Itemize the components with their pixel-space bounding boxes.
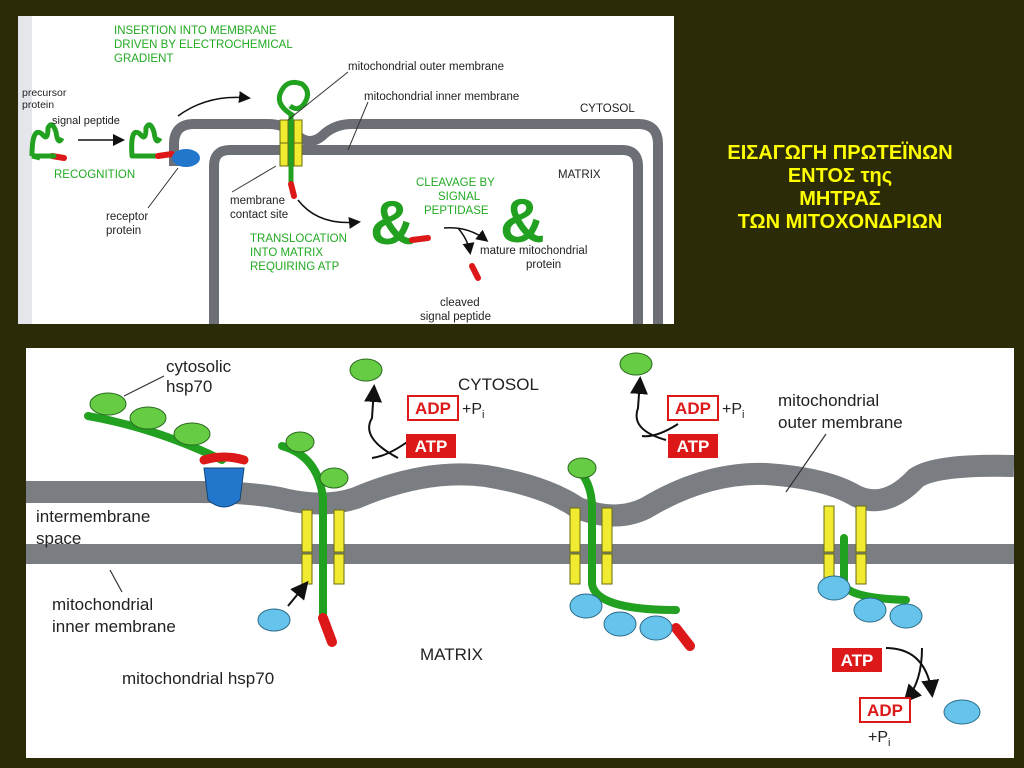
top-diagram-panel: & & INSERTION INTO MEMBRANE DRIVEN BY EL… — [18, 16, 674, 324]
outer-membrane-label: mitochondrial outer membrane — [348, 61, 504, 73]
atp-box-1 — [406, 434, 456, 458]
insertion-label-3: GRADIENT — [114, 53, 173, 65]
contact-site-label-1: membrane — [230, 195, 285, 207]
signal-peptide-red — [199, 452, 249, 465]
inner-membrane-label: mitochondrial inner membrane — [364, 91, 519, 103]
mature-protein: & — [500, 187, 545, 256]
mito-hsp70-chain3-b — [853, 597, 887, 623]
receptor-protein — [172, 149, 200, 167]
mito-hsp70-chain2-a — [569, 593, 603, 619]
cleavage-label-1: CLEAVAGE BY — [416, 177, 495, 189]
page-edge — [18, 16, 32, 324]
receptor-label-2: protein — [106, 225, 141, 237]
inner-membrane — [26, 544, 1014, 564]
adp-label-1: ADP — [415, 399, 451, 418]
adp-box-1 — [407, 395, 459, 421]
bottom-diagram-svg: ADP +Pi ATP ADP +Pi ATP ATP ADP +Pi cyto… — [26, 352, 1014, 749]
signal-peptide-matrix-1 — [318, 613, 337, 647]
inserting-protein-loop — [276, 79, 310, 119]
bottom-diagram-panel: ADP +Pi ATP ADP +Pi ATP ATP ADP +Pi cyto… — [26, 348, 1014, 758]
matrix-label-top: MATRIX — [558, 169, 601, 181]
translocation-label-3: REQUIRING ATP — [250, 261, 340, 273]
atp-box-3 — [832, 648, 882, 672]
mito-hsp70-chain2-c — [639, 615, 673, 641]
atp-label-2: ATP — [677, 437, 710, 456]
atp-label-1: ATP — [415, 437, 448, 456]
mature-label-2: protein — [526, 259, 561, 271]
signal-peptide-label: signal peptide — [52, 115, 120, 127]
atp-label-3: ATP — [841, 651, 874, 670]
cleavage-label-2: SIGNAL — [438, 191, 481, 203]
insertion-label-2: DRIVEN BY ELECTROCHEMICAL — [114, 39, 293, 51]
recognition-label: RECOGNITION — [54, 169, 135, 181]
cytosolic-hsp70-2 — [129, 406, 167, 430]
cleaved-signal-peptide — [469, 263, 481, 281]
released-hsp70-2 — [619, 352, 653, 376]
intermembrane-label-2: space — [36, 529, 81, 548]
intermembrane-label-1: intermembrane — [36, 507, 150, 526]
mito-hsp70-chain3-a — [817, 575, 851, 601]
cytosolic-hsp70-1 — [89, 392, 127, 416]
title-line-4: ΤΩΝ ΜΙΤΟΧΟΝΔΡΙΩΝ — [737, 211, 943, 233]
released-mito-hsp70 — [943, 699, 981, 725]
outer-membrane-label-1: mitochondrial — [778, 391, 879, 410]
cytosolic-hsp70-label-1: cytosolic — [166, 357, 232, 376]
insertion-label-1: INSERTION INTO MEMBRANE — [114, 25, 277, 37]
translocation-label-1: TRANSLOCATION — [250, 233, 347, 245]
translocation-label-2: INTO MATRIX — [250, 247, 323, 259]
translocated-protein: & — [370, 189, 415, 258]
top-diagram-svg: & & INSERTION INTO MEMBRANE DRIVEN BY EL… — [18, 16, 663, 324]
channel-pair-3 — [823, 505, 867, 585]
precursor-chain — [84, 412, 226, 464]
protein-at-receptor — [129, 122, 163, 157]
cleavage-label-3: PEPTIDASE — [424, 205, 489, 217]
title-line-2: ΕΝΤΟΣ της — [787, 165, 893, 187]
mito-hsp70-chain3-c — [889, 603, 923, 629]
receptor-label-1: receptor — [106, 211, 148, 223]
inner-membrane-label-1: mitochondrial — [52, 595, 153, 614]
outer-membrane-label-2: outer membrane — [778, 413, 903, 432]
released-hsp70-1 — [349, 358, 383, 382]
mature-label-1: mature mitochondrial — [480, 245, 587, 257]
cleaved-label-1: cleaved — [440, 297, 480, 309]
mito-hsp70-free — [257, 608, 291, 632]
outer-membrane — [169, 119, 663, 324]
hsp70-on-chain-1b — [319, 467, 349, 489]
precursor-label-2: protein — [22, 99, 54, 111]
cytosol-label-top: CYTOSOL — [580, 103, 635, 115]
receptor-protein — [203, 467, 245, 508]
pi-label-2: +Pi — [722, 401, 744, 421]
hsp70-on-chain-1a — [285, 431, 315, 453]
cytosolic-hsp70-label-2: hsp70 — [166, 377, 212, 396]
cleaved-label-2: signal peptide — [420, 311, 491, 323]
title-line-1: ΕΙΣΑΓΩΓΗ ΠΡΩΤΕΪΝΩΝ — [727, 142, 953, 164]
cleaved-peptide-matrix-2 — [671, 623, 695, 651]
inner-membrane — [209, 145, 643, 324]
precursor-label-1: precursor — [22, 87, 67, 99]
mito-hsp70-label: mitochondrial hsp70 — [122, 669, 274, 688]
channel-pair-2 — [569, 507, 613, 585]
adp-box-3 — [859, 697, 911, 723]
slide-title: ΕΙΣΑΓΩΓΗ ΠΡΩΤΕΪΝΩΝ ΕΝΤΟΣ της ΜΗΤΡΑΣ ΤΩΝ … — [690, 142, 990, 234]
atp-box-2 — [668, 434, 718, 458]
channel-pair-1 — [301, 509, 345, 585]
adp-box-2 — [667, 395, 719, 421]
pi-label-3: +Pi — [868, 729, 890, 749]
cytosol-label-bottom: CYTOSOL — [458, 375, 539, 394]
matrix-label-bottom: MATRIX — [420, 645, 483, 664]
contact-site-label-2: contact site — [230, 209, 288, 221]
adp-label-3: ADP — [867, 701, 903, 720]
adp-label-2: ADP — [675, 399, 711, 418]
mito-hsp70-chain2-b — [603, 611, 637, 637]
pi-label-1: +Pi — [462, 401, 484, 421]
precursor-protein — [29, 122, 65, 157]
title-line-3: ΜΗΤΡΑΣ — [799, 188, 881, 210]
translocating-chain-2 — [570, 462, 680, 614]
hsp70-on-chain-2 — [567, 457, 597, 479]
inner-membrane-label-2: inner membrane — [52, 617, 176, 636]
cytosolic-hsp70-3 — [173, 422, 211, 446]
